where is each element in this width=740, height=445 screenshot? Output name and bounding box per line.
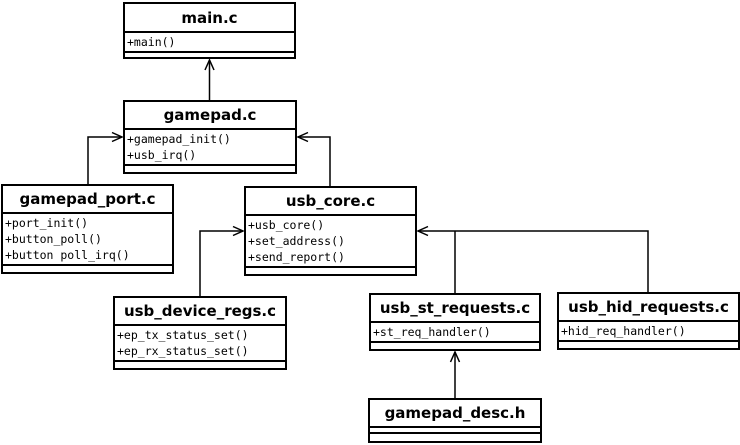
class-usb-st-requests-c: usb_st_requests.c +st_req_handler()	[369, 293, 541, 351]
class-title: usb_hid_requests.c	[559, 294, 738, 322]
method: +st_req_handler()	[373, 325, 491, 339]
method: +set_address()	[248, 234, 345, 248]
class-title: usb_core.c	[246, 188, 415, 216]
method-list: +gamepad_init() +usb_irq()	[125, 130, 295, 166]
arrowhead-gamepad-right	[296, 131, 309, 143]
arrowhead-usb-core-left	[232, 225, 245, 237]
method-list: +usb_core() +set_address() +send_report(…	[246, 216, 415, 268]
arrowhead-st-requests	[449, 350, 461, 363]
method-list: +ep_tx_status_set() +ep_rx_status_set()	[115, 326, 285, 362]
method: +usb_irq()	[127, 148, 197, 162]
class-title: usb_device_regs.c	[115, 298, 285, 326]
arrow-requests-to-usb-core	[418, 230, 649, 294]
method: +button poll_irq()	[5, 248, 130, 262]
method-list	[370, 428, 540, 434]
method: +usb_core()	[248, 218, 325, 232]
arrowhead-gamepad-left	[111, 131, 124, 143]
arrow-usb-core-to-gamepad	[298, 136, 331, 187]
method-list: +hid_req_handler()	[559, 322, 738, 342]
class-gamepad-port-c: gamepad_port.c +port_init() +button_poll…	[1, 184, 174, 274]
method: +ep_rx_status_set()	[117, 344, 249, 358]
arrowhead-main	[204, 58, 215, 71]
class-gamepad-c: gamepad.c +gamepad_init() +usb_irq()	[123, 100, 297, 174]
class-title: gamepad_port.c	[3, 186, 172, 214]
class-title: gamepad_desc.h	[370, 400, 540, 428]
method-list: +main()	[125, 33, 294, 53]
method: +port_init()	[5, 216, 89, 230]
class-usb-core-c: usb_core.c +usb_core() +set_address() +s…	[244, 186, 417, 276]
method: +send_report()	[248, 250, 345, 264]
class-gamepad-desc-h: gamepad_desc.h	[368, 398, 542, 443]
class-title: gamepad.c	[125, 102, 295, 130]
arrow-gamepad-port-to-gamepad	[87, 136, 122, 186]
class-main-c: main.c +main()	[123, 2, 296, 59]
method: +button_poll()	[5, 232, 102, 246]
arrow-device-regs-to-usb-core	[199, 230, 243, 297]
method: +main()	[127, 35, 176, 49]
arrowhead-usb-core-right	[416, 225, 429, 237]
method-list: +port_init() +button_poll() +button poll…	[3, 214, 172, 266]
method-list: +st_req_handler()	[371, 323, 539, 343]
class-usb-hid-requests-c: usb_hid_requests.c +hid_req_handler()	[557, 292, 740, 350]
class-usb-device-regs-c: usb_device_regs.c +ep_tx_status_set() +e…	[113, 296, 287, 370]
method: +ep_tx_status_set()	[117, 328, 249, 342]
class-title: main.c	[125, 4, 294, 33]
method: +hid_req_handler()	[561, 324, 686, 338]
method: +gamepad_init()	[127, 132, 231, 146]
class-title: usb_st_requests.c	[371, 295, 539, 323]
